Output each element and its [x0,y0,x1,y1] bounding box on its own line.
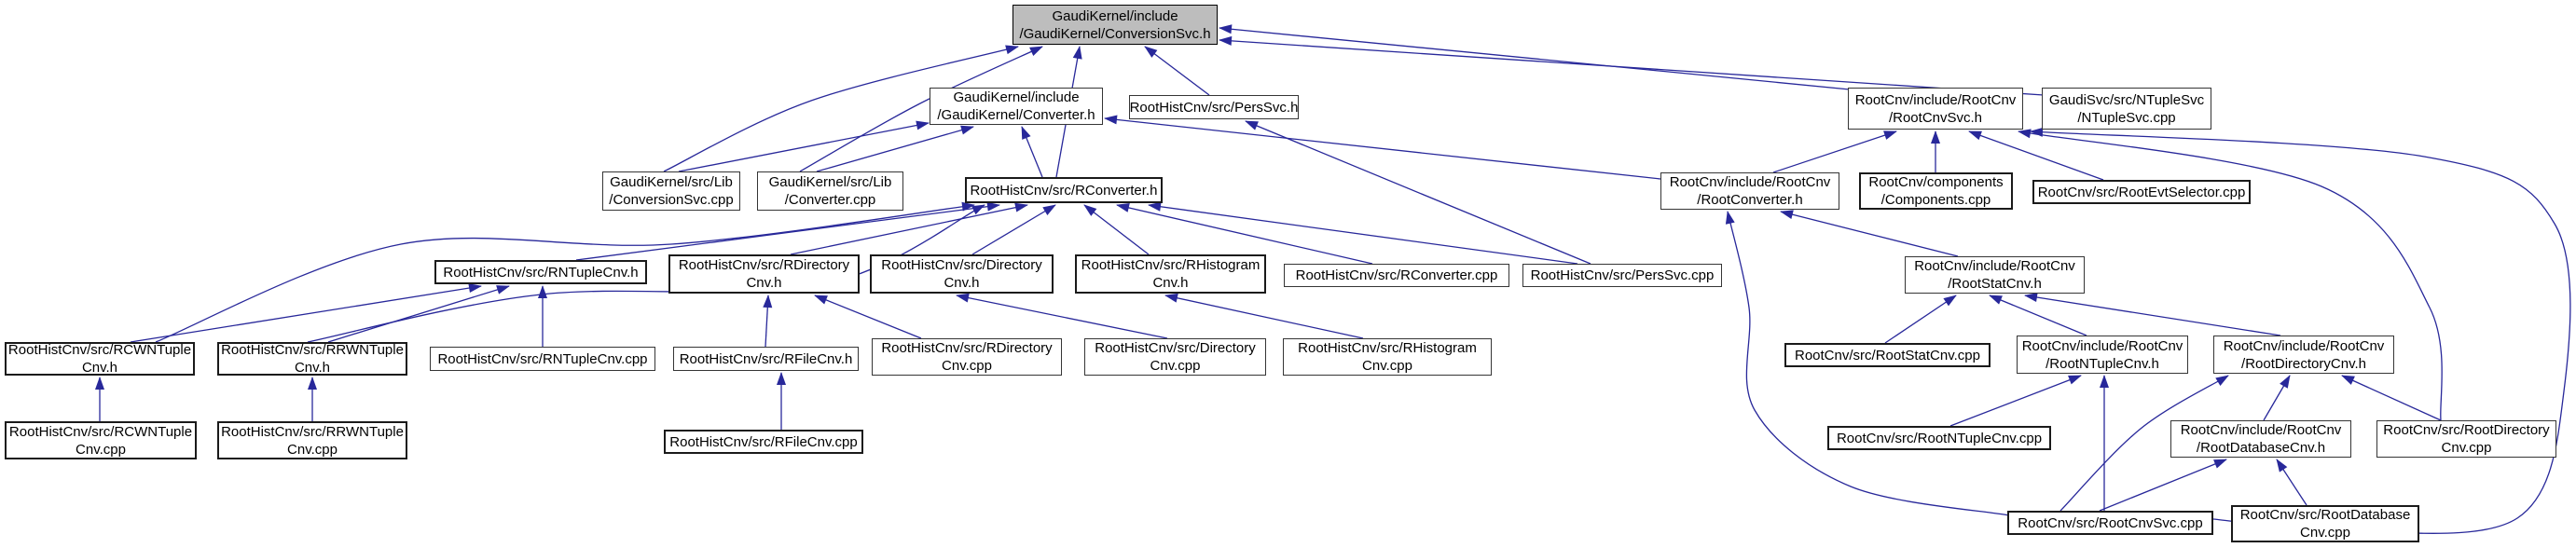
node-roothistcnv-perssvc-cpp[interactable]: RootHistCnv/src/PersSvc.cpp [1522,264,1722,287]
edge-AF-AA [1949,375,2082,427]
edge-D-A [1219,24,1851,90]
node-conversionsvc-cpp[interactable]: GaudiKernel/src/Lib/ConversionSvc.cpp [602,171,740,211]
edge-O-H [1083,204,1150,255]
node-conversionsvc-h: GaudiKernel/include/GaudiKernel/Conversi… [1012,5,1218,45]
node-rootstatcnv-cpp[interactable]: RootCnv/src/RootStatCnv.cpp [1784,343,1991,367]
edge-I-D [1772,130,1897,173]
edge-X-N [956,293,1168,339]
edge-F-B [678,120,930,172]
node-converter-cpp[interactable]: GaudiKernel/src/Lib/Converter.cpp [757,171,903,211]
node-rconverter-h[interactable]: RootHistCnv/src/RConverter.h [965,177,1163,203]
node-converter-h[interactable]: GaudiKernel/include/GaudiKernel/Converte… [930,88,1103,125]
node-rootstatcnv-h[interactable]: RootCnv/include/RootCnv/RootStatCnv.h [1905,256,2085,294]
edge-AA-R [1989,295,2087,336]
edge-C-A [1144,46,1210,96]
edge-S-L [130,283,482,343]
edge-W-M [814,295,922,339]
edge-AH-D [2018,129,2443,421]
edge-Q-H [1148,201,1578,265]
node-rootevtselector-cpp[interactable]: RootCnv/src/RootEvtSelector.cpp [2032,180,2251,204]
node-rootdirectorycnv-h[interactable]: RootCnv/include/RootCnv/RootDirectoryCnv… [2213,336,2394,374]
node-components-cpp[interactable]: RootCnv/components/Components.cpp [1859,172,2013,210]
edge-K-D [1968,130,2104,181]
edge-M-H [790,202,1028,255]
node-roothistcnv-perssvc-h[interactable]: RootHistCnv/src/PersSvc.h [1129,95,1299,119]
edge-AH-AB [2341,375,2442,421]
node-rootntuplecnv-cpp[interactable]: RootCnv/src/RootNTupleCnv.cpp [1827,426,2051,450]
edge-S-H [155,201,975,343]
node-rootdatabasecnv-h[interactable]: RootCnv/include/RootCnv/RootDatabaseCnv.… [2170,420,2351,458]
edge-AB-R [2024,293,2281,336]
edge-G-A [799,46,1043,172]
edge-N-H [971,204,1056,255]
node-rfilecnv-cpp[interactable]: RootHistCnv/src/RFileCnv.cpp [664,430,863,454]
edge-Q-C [1245,120,1591,265]
edge-AG-AB [2263,375,2291,421]
node-rntuplecnv-cpp[interactable]: RootHistCnv/src/RNTupleCnv.cpp [430,347,655,371]
edge-G-B [816,125,974,172]
node-rfilecnv-h[interactable]: RootHistCnv/src/RFileCnv.h [673,347,859,371]
node-rootntuplecnv-h[interactable]: RootCnv/include/RootCnv/RootNTupleCnv.h [2017,336,2188,374]
edge-AI-I [1725,211,2010,516]
edge-H-B [1021,126,1043,178]
node-rootconverter-h[interactable]: RootCnv/include/RootCnv/RootConverter.h [1660,172,1839,210]
edge-Z-R [1884,295,1957,344]
edge-V-M [763,295,773,348]
edge-AJ-AG [2276,459,2307,506]
edge-E-A [1219,35,2045,96]
edge-F-A [663,45,1019,172]
edge-AI-AB [2059,375,2229,512]
edge-Y-O [1164,293,1364,339]
edge-R-I [1780,210,1959,257]
edge-P-H [1116,203,1373,265]
edge-AI-AG [2099,459,2227,512]
node-rconverter-cpp[interactable]: RootHistCnv/src/RConverter.cpp [1284,264,1509,287]
node-rntuplecnv-h[interactable]: RootHistCnv/src/RNTupleCnv.h [434,260,647,284]
edge-I-B [1104,115,1661,180]
node-rootcnvsvc-cpp[interactable]: RootCnv/src/RootCnvSvc.cpp [2007,511,2213,535]
edge-L-H [575,201,1000,261]
edge-T-L [327,285,510,343]
node-ntuplesvc-cpp[interactable]: GaudiSvc/src/NTupleSvc/NTupleSvc.cpp [2042,88,2211,130]
node-rootcnvsvc-h[interactable]: RootCnv/include/RootCnv/RootCnvSvc.h [1848,88,2023,130]
